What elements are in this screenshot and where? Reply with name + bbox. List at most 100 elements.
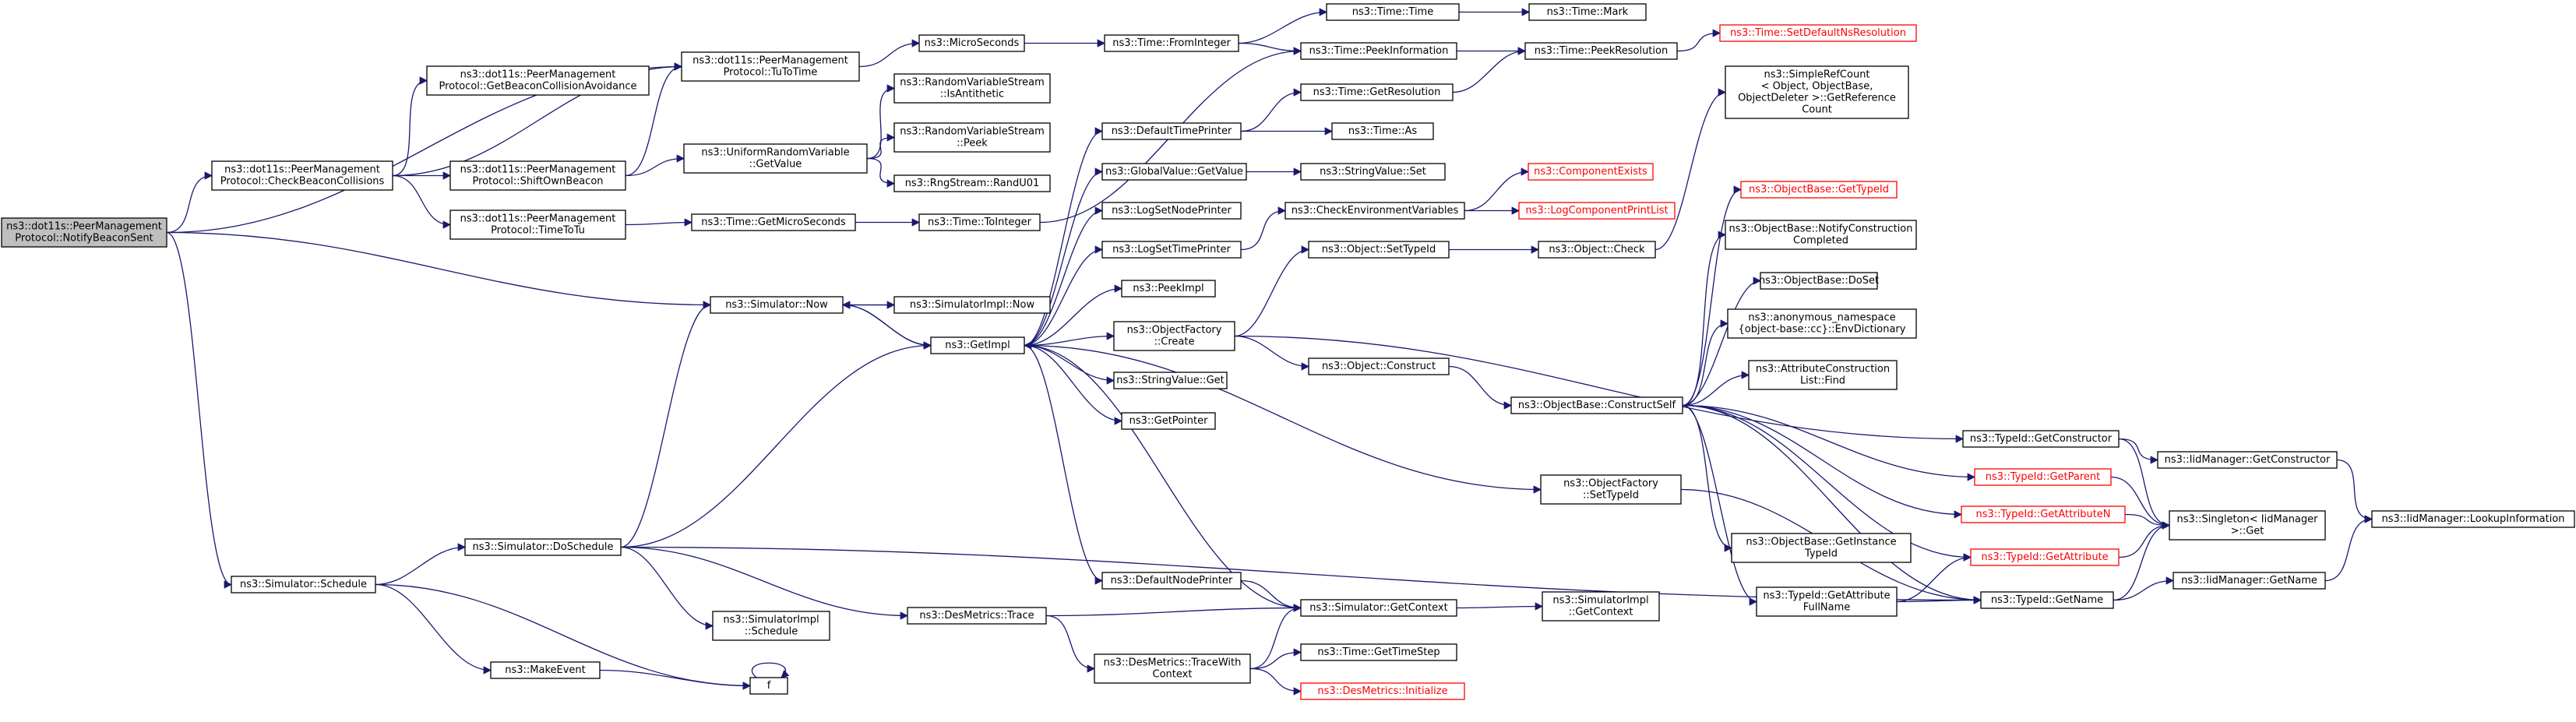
node-setdefres[interactable]: ns3::Time::SetDefaultNsResolution: [1719, 24, 1917, 42]
node-ofsettypeid[interactable]: ns3::ObjectFactory::SetTypeId: [1540, 474, 1682, 505]
node-box: [1104, 34, 1239, 52]
node-label: ns3::DefaultNodePrinter: [1111, 575, 1233, 586]
node-shift[interactable]: ns3::dot11s::PeerManagementProtocol::Shi…: [449, 160, 626, 191]
node-label: ns3::StringValue::Get: [1116, 375, 1224, 386]
node-box: [1331, 122, 1434, 140]
node-objcheck[interactable]: ns3::Object::Check: [1538, 241, 1656, 259]
node-box: [1970, 548, 2120, 566]
node-simimplnow[interactable]: ns3::SimulatorImpl::Now: [893, 296, 1051, 314]
node-isanti[interactable]: ns3::RandomVariableStream::IsAntithetic: [893, 73, 1051, 104]
node-getparent[interactable]: ns3::TypeId::GetParent: [1974, 468, 2112, 486]
node-label: ns3::dot11s::PeerManagement: [460, 213, 616, 225]
node-peekimpl[interactable]: ns3::PeekImpl: [1121, 280, 1216, 298]
node-check[interactable]: ns3::dot11s::PeerManagementProtocol::Che…: [211, 160, 393, 191]
node-makeevent[interactable]: ns3::MakeEvent: [490, 661, 601, 679]
node-getpointer[interactable]: ns3::GetPointer: [1121, 412, 1216, 430]
node-f[interactable]: f: [749, 677, 788, 695]
node-gettimestep[interactable]: ns3::Time::GetTimeStep: [1300, 643, 1457, 661]
node-toint[interactable]: ns3::Time::ToInteger: [918, 213, 1041, 231]
node-label: ::IsAntithetic: [940, 89, 1004, 100]
node-lookup[interactable]: ns3::IidManager::LookupInformation: [2371, 510, 2575, 528]
node-ofcreate[interactable]: ns3::ObjectFactory::Create: [1113, 321, 1235, 351]
node-root[interactable]: ns3::dot11s::PeerManagementProtocol::Not…: [1, 217, 167, 248]
node-randu01[interactable]: ns3::RngStream::RandU01: [893, 174, 1051, 192]
node-compexists[interactable]: ns3::ComponentExists: [1528, 163, 1654, 181]
node-getimpl[interactable]: ns3::GetImpl: [930, 336, 1025, 354]
node-peekinfo[interactable]: ns3::Time::PeekInformation: [1300, 42, 1457, 60]
edge-constructself-to-getparent: [1682, 404, 1976, 481]
node-singleton[interactable]: ns3::Singleton< IidManager >::Get: [2169, 510, 2326, 541]
node-fromint[interactable]: ns3::Time::FromInteger: [1104, 34, 1239, 52]
node-getbeacon[interactable]: ns3::dot11s::PeerManagementProtocol::Get…: [426, 65, 650, 96]
node-getconstructor[interactable]: ns3::TypeId::GetConstructor: [1962, 430, 2120, 448]
node-logcomp[interactable]: ns3::LogComponentPrintList: [1518, 202, 1676, 220]
node-notify[interactable]: ns3::ObjectBase::NotifyConstructionCompl…: [1725, 220, 1917, 250]
node-deftime[interactable]: ns3::DefaultTimePrinter: [1101, 122, 1242, 140]
edge-getname-to-singleton: [2113, 521, 2171, 601]
node-peekres[interactable]: ns3::Time::PeekResolution: [1524, 42, 1678, 60]
node-box: [1113, 372, 1228, 389]
node-label: ns3::PeekImpl: [1133, 283, 1203, 294]
node-rvpeek[interactable]: ns3::RandomVariableStream::Peek: [893, 122, 1051, 153]
node-box: [1528, 3, 1647, 21]
node-timetotu[interactable]: ns3::dot11s::PeerManagementProtocol::Tim…: [449, 210, 626, 240]
node-svget[interactable]: ns3::StringValue::Get: [1113, 372, 1228, 389]
node-simnow[interactable]: ns3::Simulator::Now: [710, 296, 844, 314]
node-as[interactable]: ns3::Time::As: [1331, 122, 1434, 140]
node-iidgetconstructor[interactable]: ns3::IidManager::GetConstructor: [2157, 451, 2338, 469]
edge-root-to-schedule: [166, 231, 233, 589]
node-logtime[interactable]: ns3::LogSetTimePrinter: [1101, 241, 1242, 259]
node-getcontext[interactable]: ns3::Simulator::GetContext: [1300, 599, 1457, 617]
node-svset[interactable]: ns3::StringValue::Set: [1300, 163, 1446, 181]
node-label: ns3::IidManager::GetConstructor: [2165, 454, 2331, 466]
node-envdict[interactable]: ns3::anonymous_namespace{object-base::cc…: [1727, 308, 1917, 339]
node-doschedule[interactable]: ns3::Simulator::DoSchedule: [464, 538, 622, 556]
edge-getattrn-to-singleton: [2124, 513, 2171, 530]
node-time[interactable]: ns3::Time::Time: [1326, 3, 1460, 21]
edge-shift-to-tutotime: [625, 62, 683, 177]
node-label: ns3::Time::PeekInformation: [1309, 45, 1449, 57]
node-box: [893, 174, 1051, 192]
node-getmicro[interactable]: ns3::Time::GetMicroSeconds: [691, 213, 856, 231]
call-edges: [166, 8, 2373, 696]
node-simpleref[interactable]: ns3::SimpleRefCount< Object, ObjectBase,…: [1725, 65, 1909, 119]
node-checkenv[interactable]: ns3::CheckEnvironmentVariables: [1284, 202, 1465, 220]
node-label: ns3::Time::As: [1348, 125, 1418, 137]
node-settypeid[interactable]: ns3::Object::SetTypeId: [1308, 241, 1450, 259]
node-constructself[interactable]: ns3::ObjectBase::ConstructSelf: [1510, 396, 1683, 414]
node-microseconds[interactable]: ns3::MicroSeconds: [918, 34, 1025, 52]
node-obgettypeid[interactable]: ns3::ObjectBase::GetTypeId: [1740, 181, 1898, 199]
node-globalget[interactable]: ns3::GlobalValue::GetValue: [1101, 163, 1247, 181]
node-label: ns3::TypeId::GetParent: [1986, 471, 2101, 483]
node-box: [1284, 202, 1465, 220]
node-box: [490, 661, 601, 679]
node-defnode[interactable]: ns3::DefaultNodePrinter: [1101, 572, 1242, 590]
node-objconstruct[interactable]: ns3::Object::Construct: [1308, 357, 1450, 375]
node-mark[interactable]: ns3::Time::Mark: [1528, 3, 1647, 21]
node-box: [1326, 3, 1460, 21]
node-getattribute[interactable]: ns3::TypeId::GetAttribute: [1970, 548, 2120, 566]
node-getres[interactable]: ns3::Time::GetResolution: [1300, 83, 1454, 101]
node-tutotime[interactable]: ns3::dot11s::PeerManagementProtocol::TuT…: [681, 51, 860, 82]
node-desmetrics[interactable]: ns3::DesMetrics::Trace: [907, 607, 1047, 625]
edge-doschedule-to-simnow: [620, 301, 712, 548]
edge-getparent-to-singleton: [2110, 476, 2171, 530]
node-implschedule[interactable]: ns3::SimulatorImpl::Schedule: [712, 611, 830, 641]
node-implgetcontext[interactable]: ns3::SimulatorImpl::GetContext: [1542, 591, 1660, 622]
node-getattrn[interactable]: ns3::TypeId::GetAttributeN: [1961, 505, 2126, 523]
edge-tracewith-to-gettimestep: [1249, 648, 1302, 670]
node-uniform[interactable]: ns3::UniformRandomVariable::GetValue: [683, 143, 868, 174]
node-label: ns3::Time::FromInteger: [1112, 37, 1231, 49]
edge-uniform-to-randu01: [866, 157, 896, 188]
node-doset[interactable]: ns3::ObjectBase::DoSet: [1759, 272, 1879, 290]
edge-logtime-to-checkenv: [1240, 206, 1287, 251]
node-getname[interactable]: ns3::TypeId::GetName: [1980, 591, 2114, 609]
node-desinit[interactable]: ns3::DesMetrics::Initialize: [1300, 682, 1465, 700]
node-lognode[interactable]: ns3::LogSetNodePrinter: [1101, 202, 1242, 220]
node-iidgetname[interactable]: ns3::IidManager::GetName: [2173, 572, 2326, 590]
node-schedule[interactable]: ns3::Simulator::Schedule: [231, 576, 376, 593]
